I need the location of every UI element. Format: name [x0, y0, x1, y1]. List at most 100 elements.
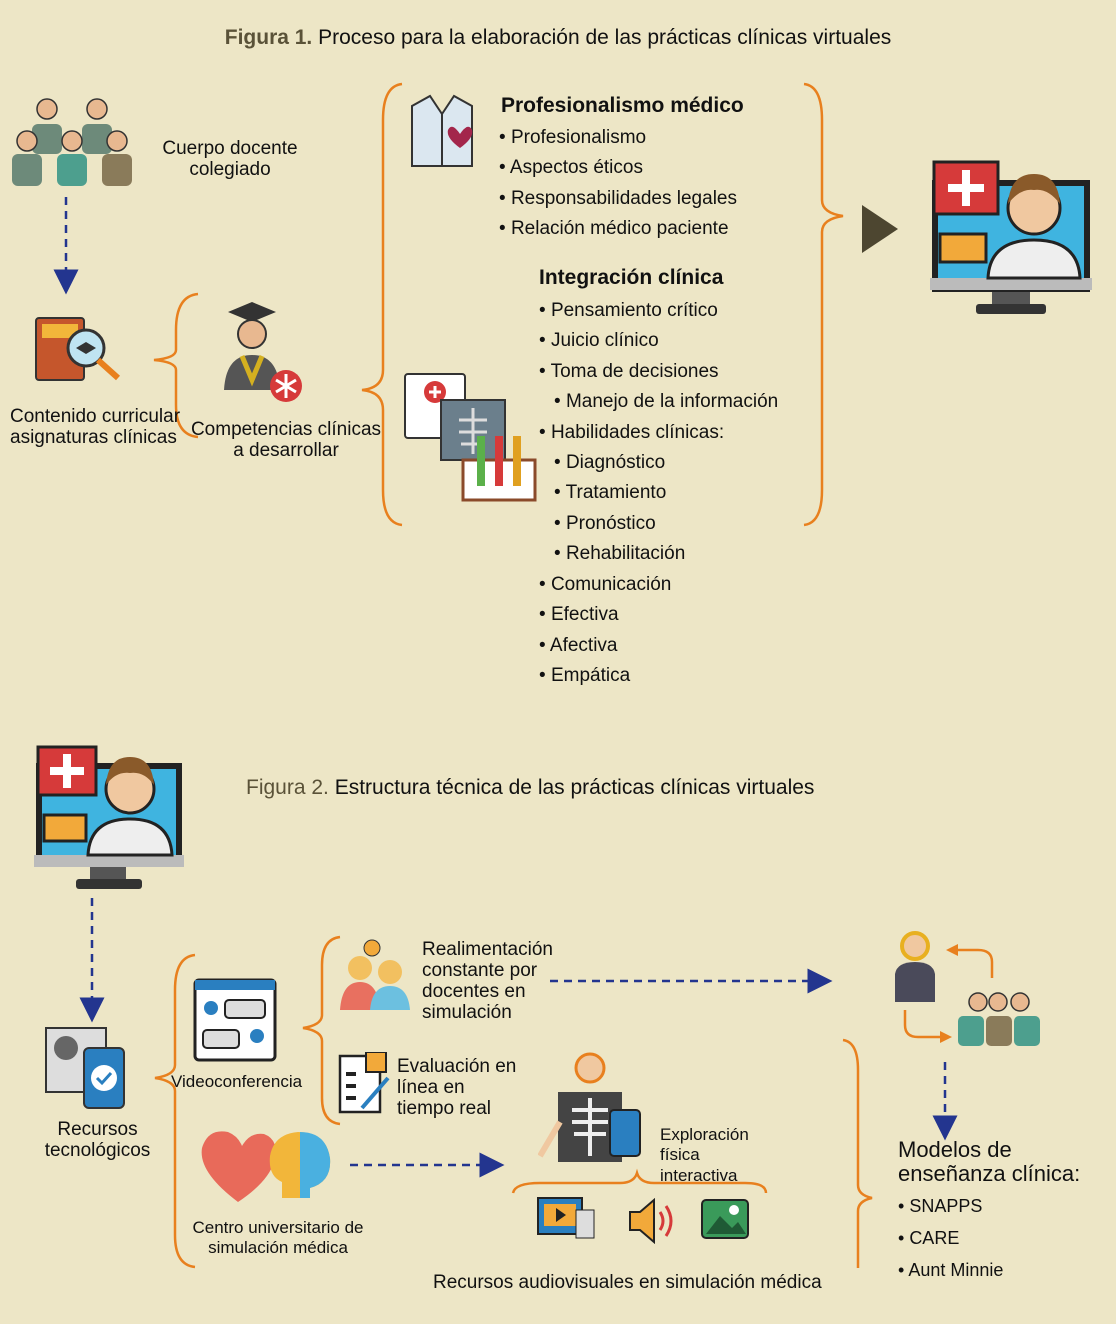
physical-exam-xray-icon	[538, 1052, 641, 1162]
list-item-text: Aspectos éticos	[509, 157, 643, 178]
videoconference-icon	[193, 978, 277, 1062]
list-item: • Relación médico paciente	[499, 218, 729, 240]
feedback-instructors-icon	[340, 939, 410, 1010]
bracket-fig2-mid	[302, 935, 341, 1126]
figure1-title-text: Proceso para la elaboración de las práct…	[318, 26, 892, 49]
physical-exam-label: Exploración física interactiva	[660, 1125, 749, 1185]
list-item-text: Rehabilitación	[565, 543, 686, 564]
list-item-text: Juicio clínico	[550, 330, 659, 351]
list-item: • Aunt Minnie	[898, 1260, 1004, 1281]
list-item: • Afectiva	[539, 635, 618, 657]
list-item: • Pensamiento crítico	[539, 300, 718, 322]
bullet: •	[898, 1228, 910, 1248]
list-item-text: Comunicación	[550, 574, 672, 595]
bullet: •	[554, 482, 566, 503]
bullet: •	[539, 604, 551, 625]
list-item-text: Manejo de la información	[565, 391, 779, 412]
list-item-text: Efectiva	[550, 604, 619, 625]
bullet: •	[539, 574, 551, 595]
bullet: •	[554, 543, 566, 564]
professionalism-heading: Profesionalismo médico	[501, 94, 744, 117]
graduate-doctor-icon	[224, 302, 302, 402]
bullet: •	[539, 330, 551, 351]
videoconference-label: Videoconferencia	[171, 1072, 303, 1091]
list-item: • Aspectos éticos	[499, 157, 643, 179]
list-item: • Efectiva	[539, 604, 619, 626]
feedback-label: Realimentación constante por docentes en…	[422, 939, 553, 1023]
instructor-woman-icon	[895, 931, 935, 1002]
bullet: •	[539, 422, 551, 443]
list-item: • SNAPPS	[898, 1196, 983, 1217]
students-group-icon	[958, 992, 1040, 1046]
bracket-fig2-right	[842, 1038, 873, 1268]
list-item-text: Afectiva	[549, 635, 618, 656]
list-item-text: Tratamiento	[565, 482, 667, 503]
list-item-text: Empática	[550, 665, 631, 686]
list-item-text: Responsabilidades legales	[510, 188, 737, 209]
bullet: •	[554, 452, 566, 473]
bullet: •	[539, 300, 551, 321]
bullet: •	[539, 665, 551, 686]
figure1-title: Figura 1. Proceso para la elaboración de…	[0, 26, 1116, 49]
bullet: •	[898, 1260, 909, 1280]
bullet: •	[499, 127, 511, 148]
faculty-label: Cuerpo docente colegiado	[162, 138, 298, 180]
list-item-text: Pronóstico	[565, 513, 656, 534]
faculty-group-icon	[12, 98, 132, 186]
bullet: •	[554, 513, 566, 534]
speaker-audio-icon	[629, 1198, 673, 1244]
figure2-title-text: Estructura técnica de las prácticas clín…	[334, 776, 815, 799]
list-item-text: Toma de decisiones	[550, 361, 719, 382]
bracket-right-big	[803, 82, 844, 527]
list-item: • CARE	[898, 1228, 960, 1249]
bullet: •	[499, 218, 511, 239]
doctor-coat-heart-icon	[411, 94, 473, 167]
list-item: • Tratamiento	[554, 482, 667, 504]
bullet: •	[539, 361, 551, 382]
list-item: • Juicio clínico	[539, 330, 659, 352]
list-item: • Rehabilitación	[554, 543, 686, 565]
figure2-title: Figura 2. Estructura técnica de las prác…	[246, 776, 814, 799]
list-item-text: Pensamiento crítico	[550, 300, 718, 321]
list-item-text: Diagnóstico	[565, 452, 666, 473]
list-item: • Habilidades clínicas:	[539, 422, 725, 444]
list-item-text: Profesionalismo	[510, 127, 647, 148]
list-item-text: SNAPPS	[909, 1196, 983, 1216]
list-item-text: Relación médico paciente	[510, 218, 729, 239]
teaching-models-heading-text: Modelos de enseñanza clínica:	[898, 1137, 1081, 1187]
sim-center-label: Centro universitario de simulación médic…	[192, 1218, 364, 1258]
bracket-fig2-left	[154, 953, 196, 1269]
list-item: • Profesionalismo	[499, 127, 647, 149]
bullet: •	[539, 635, 550, 656]
figure1-label: Figura 1.	[224, 26, 313, 49]
online-eval-label: Evaluación en línea en tiempo real	[397, 1056, 517, 1119]
telemedicine-monitor-icon	[34, 745, 184, 889]
cycle-arrow-bottom	[903, 1010, 942, 1039]
clinical-integration-heading: Integración clínica	[539, 266, 724, 289]
curriculum-label: Contenido curricular asignaturas clínica…	[10, 406, 181, 448]
list-item: • Toma de decisiones	[539, 361, 719, 383]
bullet: •	[898, 1196, 910, 1216]
image-icon	[701, 1199, 749, 1239]
play-arrow-icon	[862, 205, 898, 253]
list-item: • Responsabilidades legales	[499, 188, 737, 210]
list-item-text: Habilidades clínicas:	[550, 422, 725, 443]
av-resources-label: Recursos audiovisuales en simulación méd…	[433, 1272, 822, 1293]
list-item: • Pronóstico	[554, 513, 656, 535]
tech-resources-label: Recursos tecnológicos	[44, 1119, 151, 1161]
list-item: • Empática	[539, 665, 631, 687]
list-item: • Diagnóstico	[554, 452, 666, 474]
bullet: •	[499, 188, 511, 209]
figure2-label: Figura 2.	[246, 776, 329, 799]
cycle-arrow-top	[952, 948, 994, 978]
list-item: • Manejo de la información	[554, 391, 779, 413]
list-item-text: Aunt Minnie	[908, 1260, 1004, 1280]
teaching-models-heading: Modelos de enseñanza clínica:	[898, 1137, 1098, 1187]
telemedicine-monitor-icon	[930, 160, 1092, 314]
curriculum-book-icon	[35, 317, 121, 381]
list-item-text: CARE	[909, 1228, 960, 1248]
bracket-left-big	[361, 82, 403, 527]
list-item: • Comunicación	[539, 574, 672, 596]
tech-resources-icon	[45, 1027, 125, 1109]
